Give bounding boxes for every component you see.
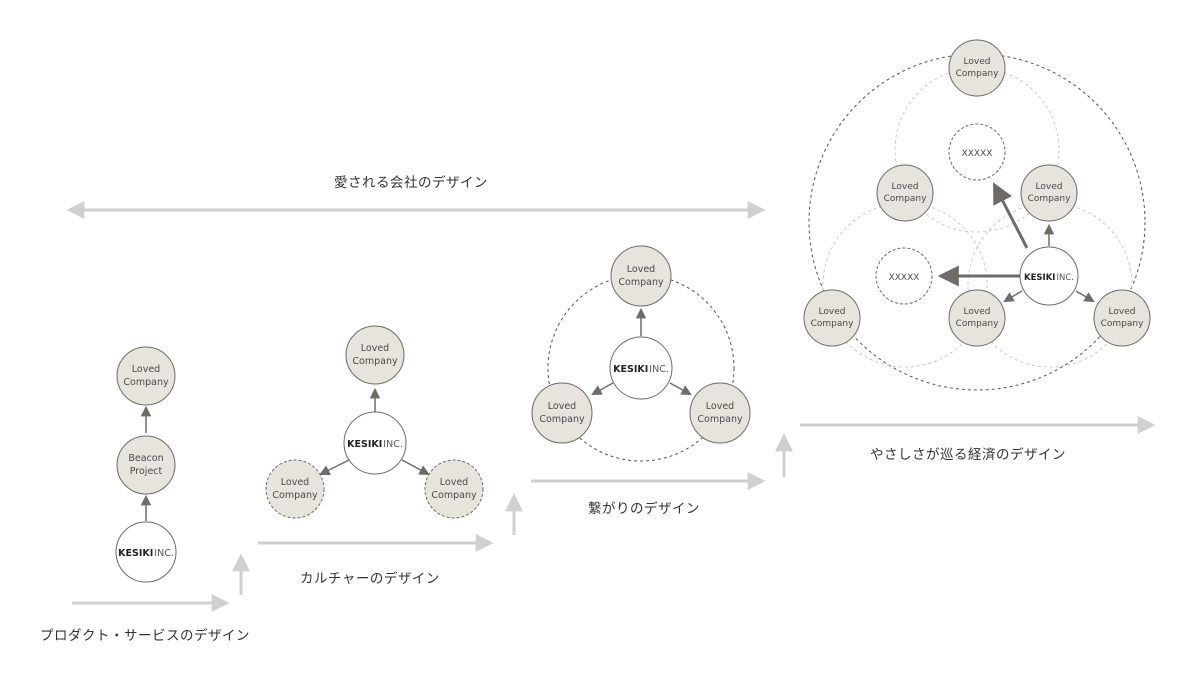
s4-arrow-left-bottom bbox=[1003, 290, 1023, 303]
node-label-line2: Company bbox=[123, 377, 169, 388]
s2-kesiki-node: KESIKIINC. bbox=[343, 411, 407, 475]
s4-arrow-to-xxxxx-top bbox=[993, 182, 1029, 249]
node-circle bbox=[116, 435, 176, 495]
node-label-line2: Company bbox=[811, 319, 854, 329]
node-circle bbox=[531, 382, 593, 444]
node-label-line1: Loved bbox=[281, 477, 309, 488]
s4-arrow-right-bottom bbox=[1075, 290, 1095, 303]
node-label-line2: Company bbox=[272, 490, 318, 501]
s3-arrow-left bbox=[591, 382, 614, 396]
node-circle bbox=[875, 247, 933, 305]
node-label-line2: Company bbox=[884, 194, 927, 204]
node-circle bbox=[424, 459, 484, 519]
node-circle bbox=[948, 289, 1006, 347]
node-label-line2: Company bbox=[618, 277, 664, 288]
stage3-dashed-ring bbox=[547, 274, 735, 462]
kesiki-logo: KESIKIINC. bbox=[118, 548, 174, 559]
node-label-line2: Company bbox=[539, 414, 585, 425]
placeholder-label: XXXXX bbox=[962, 149, 993, 159]
s2-loved-node-right: Loved Company bbox=[424, 459, 484, 519]
node-circle bbox=[115, 521, 177, 583]
s4-loved-node-far-right: Loved Company bbox=[1093, 289, 1151, 347]
node-circle bbox=[948, 123, 1006, 181]
stage3-label: 繋がりのデザイン bbox=[588, 501, 700, 517]
s3-kesiki-node: KESIKIINC. bbox=[609, 336, 673, 400]
stage4-label: やさしさが巡る経済のデザイン bbox=[870, 447, 1066, 463]
s4-loved-node-top: Loved Company bbox=[948, 39, 1006, 97]
node-label-line2: Company bbox=[1028, 194, 1071, 204]
node-label-line2: Project bbox=[130, 466, 163, 477]
s4-loved-node-far-left: Loved Company bbox=[803, 289, 861, 347]
node-circle bbox=[610, 245, 672, 307]
s4-kesiki-node: KESIKIINC. bbox=[1019, 246, 1079, 306]
node-circle bbox=[876, 164, 934, 222]
node-circle bbox=[1093, 289, 1151, 347]
kesiki-logo: KESIKIINC. bbox=[1024, 273, 1074, 283]
node-circle bbox=[948, 39, 1006, 97]
node-label-line2: Company bbox=[956, 69, 999, 79]
s2-loved-node-top: Loved Company bbox=[345, 325, 405, 385]
s4-xxxxx-node-top: XXXXX bbox=[948, 123, 1006, 181]
node-label-line2: Company bbox=[352, 356, 398, 367]
node-label-line1: Loved bbox=[1036, 182, 1063, 192]
node-label-line1: Loved bbox=[892, 182, 919, 192]
kesiki-logo: KESIKIINC. bbox=[347, 439, 403, 450]
node-label-line1: Loved bbox=[627, 264, 655, 275]
node-circle bbox=[609, 336, 673, 400]
node-circle bbox=[345, 325, 405, 385]
s3-loved-node-top: Loved Company bbox=[610, 245, 672, 307]
node-circle bbox=[1019, 246, 1079, 306]
s2-loved-node-left: Loved Company bbox=[265, 459, 325, 519]
node-label-line1: Loved bbox=[440, 477, 468, 488]
node-label-line1: Loved bbox=[964, 307, 991, 317]
node-circle bbox=[116, 346, 176, 406]
node-circle bbox=[265, 459, 325, 519]
node-arrows bbox=[140, 223, 1095, 521]
node-label-line1: Loved bbox=[548, 401, 576, 412]
s2-arrow-right bbox=[401, 459, 430, 475]
progression-arrows bbox=[66, 201, 1156, 612]
outer-dashed-ring bbox=[808, 53, 1146, 391]
s1-loved-node: Loved Company bbox=[116, 346, 176, 406]
node-label-line1: Loved bbox=[1109, 307, 1136, 317]
node-label-line1: Loved bbox=[819, 307, 846, 317]
placeholder-label: XXXXX bbox=[889, 273, 920, 283]
s4-loved-node-bottom-center: Loved Company bbox=[948, 289, 1006, 347]
node-circle bbox=[689, 382, 751, 444]
node-label-line1: Loved bbox=[132, 364, 160, 375]
node-circle bbox=[1020, 164, 1078, 222]
node-label-line1: Loved bbox=[706, 401, 734, 412]
node-circle bbox=[343, 411, 407, 475]
stage1-label: プロダクト・サービスのデザイン bbox=[40, 628, 250, 644]
s4-loved-node-upper-right: Loved Company bbox=[1020, 164, 1078, 222]
node-label-line2: Company bbox=[1101, 319, 1144, 329]
top-banner-label: 愛される会社のデザイン bbox=[334, 175, 488, 191]
node-label-line1: Loved bbox=[361, 343, 389, 354]
node-label-line2: Company bbox=[697, 414, 743, 425]
s1-beacon-node: Beacon Project bbox=[116, 435, 176, 495]
s3-arrow-right bbox=[669, 382, 692, 396]
s4-loved-node-upper-left: Loved Company bbox=[876, 164, 934, 222]
node-label-line2: Company bbox=[431, 490, 477, 501]
node-circle bbox=[803, 289, 861, 347]
s2-arrow-left bbox=[319, 459, 350, 475]
s4-xxxxx-node-left: XXXXX bbox=[875, 247, 933, 305]
stage2-label: カルチャーのデザイン bbox=[300, 571, 440, 587]
s1-kesiki-node: KESIKIINC. bbox=[115, 521, 177, 583]
s3-loved-node-right: Loved Company bbox=[689, 382, 751, 444]
node-label-line1: Beacon bbox=[128, 453, 163, 464]
kesiki-logo: KESIKIINC. bbox=[613, 364, 669, 375]
node-arrows-bold bbox=[937, 182, 1029, 287]
node-label-line2: Company bbox=[956, 319, 999, 329]
s3-loved-node-left: Loved Company bbox=[531, 382, 593, 444]
node-label-line1: Loved bbox=[964, 57, 991, 67]
